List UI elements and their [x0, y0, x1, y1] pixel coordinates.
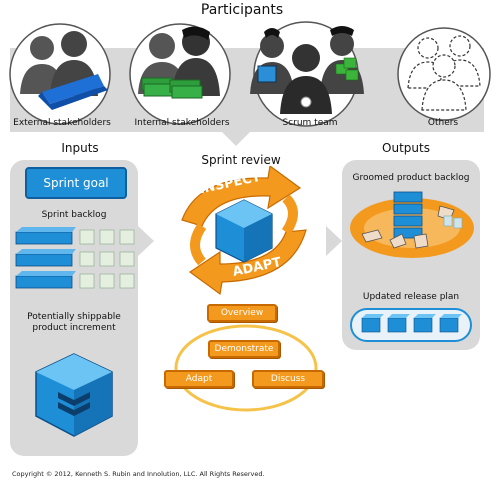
sprint-backlog-graphic — [15, 227, 135, 289]
label-external-stakeholders: External stakeholders — [13, 118, 111, 128]
internal-stakeholders-icon — [138, 26, 220, 99]
sprint-backlog-label: Sprint backlog — [41, 210, 107, 220]
inputs-arrow — [138, 226, 154, 256]
groomed-backlog-label: Groomed product backlog — [352, 173, 470, 183]
external-stakeholders-icon — [20, 31, 108, 110]
copyright-text: Copyright © 2012, Kenneth S. Rubin and I… — [12, 470, 265, 478]
label-internal-stakeholders: Internal stakeholders — [134, 118, 230, 128]
inputs-title: Inputs — [61, 141, 99, 155]
step-adapt: Adapt — [164, 370, 234, 388]
label-others: Others — [427, 118, 459, 128]
increment-label: Potentially shippable product increment — [27, 312, 121, 333]
step-demonstrate: Demonstrate — [208, 340, 280, 358]
scrum-team-icon — [250, 26, 364, 114]
product-increment-cube-icon — [35, 353, 113, 437]
step-discuss: Discuss — [252, 370, 324, 388]
sprint-goal-box: Sprint goal — [25, 167, 127, 199]
others-icon — [407, 35, 481, 111]
review-steps-ring — [174, 324, 318, 412]
label-scrum-team: Scrum team — [282, 118, 338, 128]
outputs-arrow — [326, 226, 342, 256]
participants-title: Participants — [200, 2, 284, 18]
step-overview: Overview — [207, 304, 277, 322]
inspect-adapt-cycle — [181, 166, 307, 296]
sprint-review-title: Sprint review — [201, 153, 281, 167]
outputs-title: Outputs — [382, 141, 430, 155]
release-plan-graphic — [350, 308, 472, 342]
release-plan-label: Updated release plan — [362, 292, 460, 302]
groomed-backlog-graphic — [350, 191, 474, 258]
